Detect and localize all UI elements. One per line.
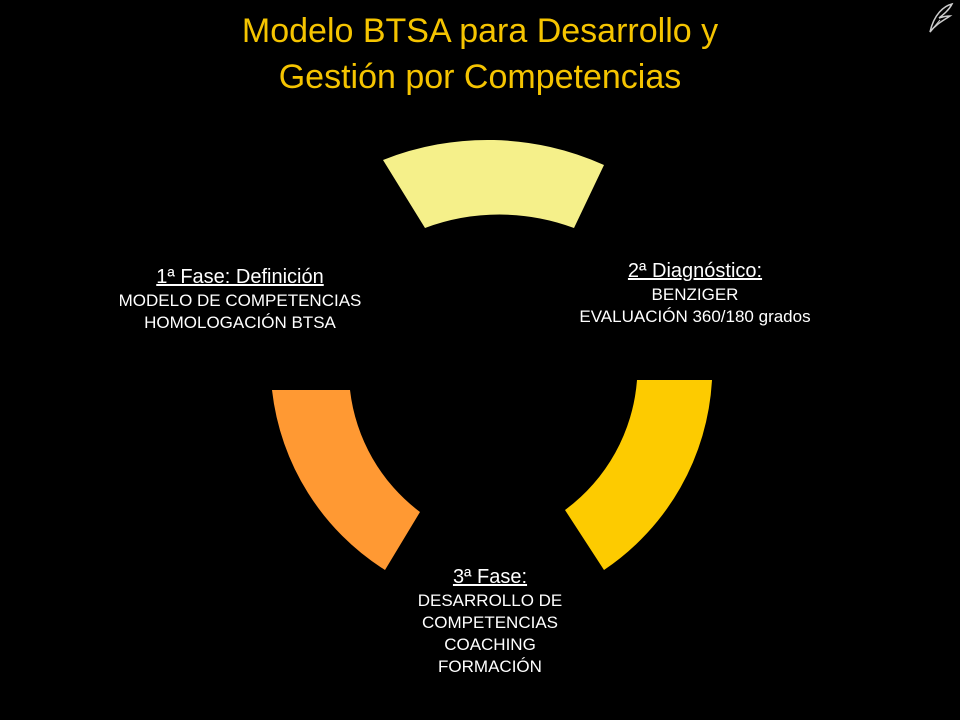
phase-3-line-3: COACHING [444,635,536,654]
phase-2-heading: 2ª Diagnóstico: [627,260,763,282]
cycle-segment-top [383,139,604,228]
phase-3-heading: 3ª Fase: [452,566,528,588]
title-line-1: Modelo BTSA para Desarrollo y [241,12,719,50]
phase-1-line-1: MODELO DE COMPETENCIAS [118,291,362,310]
phase-3-line-2: COMPETENCIAS [421,613,559,632]
cycle-segment-left [272,390,420,570]
phase-2-label: 2ª Diagnóstico: BENZIGER EVALUACIÓN 360/… [520,258,870,328]
phase-2-line-2: EVALUACIÓN 360/180 grados [579,307,811,326]
title-line-2: Gestión por Competencias [278,58,682,96]
phase-2-line-1: BENZIGER [651,285,739,304]
phase-1-label: 1ª Fase: Definición MODELO DE COMPETENCI… [60,264,420,334]
phase-1-heading: 1ª Fase: Definición [156,266,324,288]
phase-3-label: 3ª Fase: DESARROLLO DE COMPETENCIAS COAC… [340,564,640,678]
phase-1-line-2: HOMOLOGACIÓN BTSA [144,313,336,332]
quill-logo-icon [929,2,954,33]
phase-3-line-1: DESARROLLO DE [417,591,563,610]
cycle-segment-right [565,380,712,570]
phase-3-line-4: FORMACIÓN [438,657,542,676]
slide-title: Modelo BTSA para Desarrollo y Gestión po… [0,8,960,100]
